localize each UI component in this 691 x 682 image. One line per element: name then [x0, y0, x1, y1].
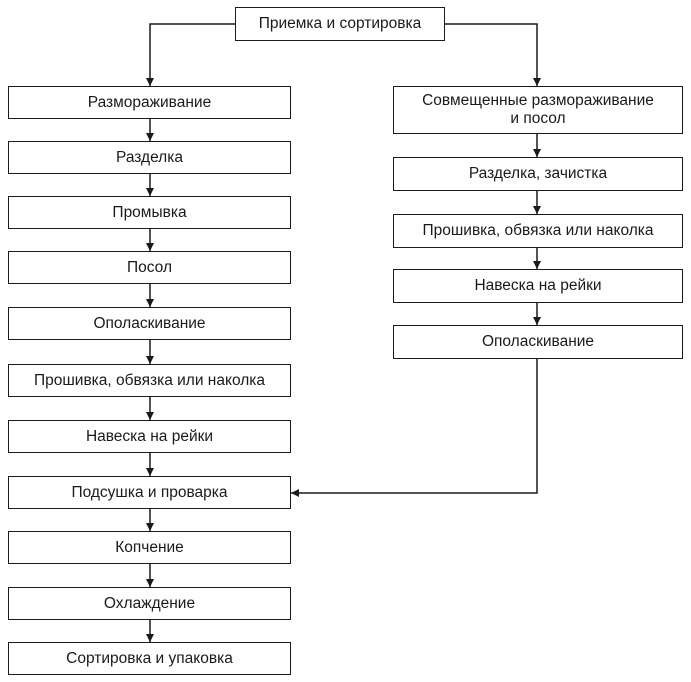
- left-step-sorting-packing: Сортировка и упаковка: [8, 642, 291, 675]
- right-step-stitching-tying: Прошивка, обвязка или наколка: [393, 214, 683, 248]
- right-step-combined-defrost-salting: Совмещенные размораживание и посол: [393, 86, 683, 134]
- right-step-cutting-cleaning: Разделка, зачистка: [393, 157, 683, 191]
- arrow-top-to-right: [533, 78, 541, 86]
- left-step-defrosting: Размораживание: [8, 86, 291, 119]
- arrow-right-3: [533, 317, 541, 325]
- arrow-left-1: [146, 188, 154, 196]
- left-step-salting: Посол: [8, 251, 291, 284]
- left-step-smoking: Копчение: [8, 531, 291, 564]
- arrow-left-0: [146, 133, 154, 141]
- arrow-left-8: [146, 579, 154, 587]
- arrow-right-1: [533, 206, 541, 214]
- left-step-washing: Промывка: [8, 196, 291, 229]
- left-step-hanging-on-rails: Навеска на рейки: [8, 420, 291, 453]
- arrow-left-4: [146, 356, 154, 364]
- connector-right-merge: [291, 359, 538, 494]
- connector-top-to-right: [445, 23, 538, 86]
- right-step-rinsing: Ополаскивание: [393, 325, 683, 359]
- arrow-left-3: [146, 299, 154, 307]
- arrow-right-2: [533, 261, 541, 269]
- left-step-drying-cooking: Подсушка и проварка: [8, 476, 291, 509]
- right-step-hanging-on-rails: Навеска на рейки: [393, 269, 683, 303]
- arrow-top-to-left: [146, 78, 154, 86]
- arrow-left-5: [146, 412, 154, 420]
- step-receiving-sorting: Приемка и сортировка: [235, 7, 445, 41]
- left-step-cooling: Охлаждение: [8, 587, 291, 620]
- connector-top-to-left: [149, 23, 235, 86]
- arrow-left-9: [146, 634, 154, 642]
- left-step-cutting: Разделка: [8, 141, 291, 174]
- left-step-rinsing: Ополаскивание: [8, 307, 291, 340]
- arrow-left-6: [146, 468, 154, 476]
- arrow-left-2: [146, 243, 154, 251]
- arrow-right-merge: [291, 489, 299, 497]
- arrow-right-0: [533, 149, 541, 157]
- arrow-left-7: [146, 523, 154, 531]
- left-step-stitching-tying: Прошивка, обвязка или наколка: [8, 364, 291, 397]
